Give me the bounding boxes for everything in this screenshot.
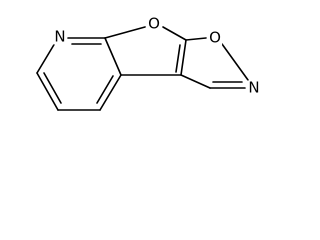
structure-canvas: N O O N (0, 0, 273, 131)
atom-label-nitrogen-isoxazole: N (247, 78, 261, 97)
bond-c3b-c7a (104, 37, 122, 76)
bond-c7a-o (104, 26, 146, 39)
bond-n-c6 (36, 42, 56, 74)
bond-c6-c5-double-inner (43, 72, 62, 104)
atom-label-oxygen-isoxazole: O (208, 28, 222, 47)
bond-o-n-isox (221, 43, 249, 81)
bond-c8a-c3a-double-inner (175, 44, 181, 73)
chemical-structure-drawing (36, 26, 249, 111)
bond-c8a-o-isox (185, 37, 207, 41)
bond-c8a-c3a (180, 39, 187, 76)
bond-c4-c3b-double-inner (96, 75, 114, 104)
bond-c6-c5 (36, 72, 59, 111)
bond-o-c8a (162, 26, 187, 41)
atom-label-nitrogen-pyridine: N (53, 27, 67, 46)
bond-c3-c3a (180, 74, 211, 89)
atom-label-oxygen-furan: O (147, 14, 161, 33)
bond-c4-c3b (99, 74, 122, 111)
